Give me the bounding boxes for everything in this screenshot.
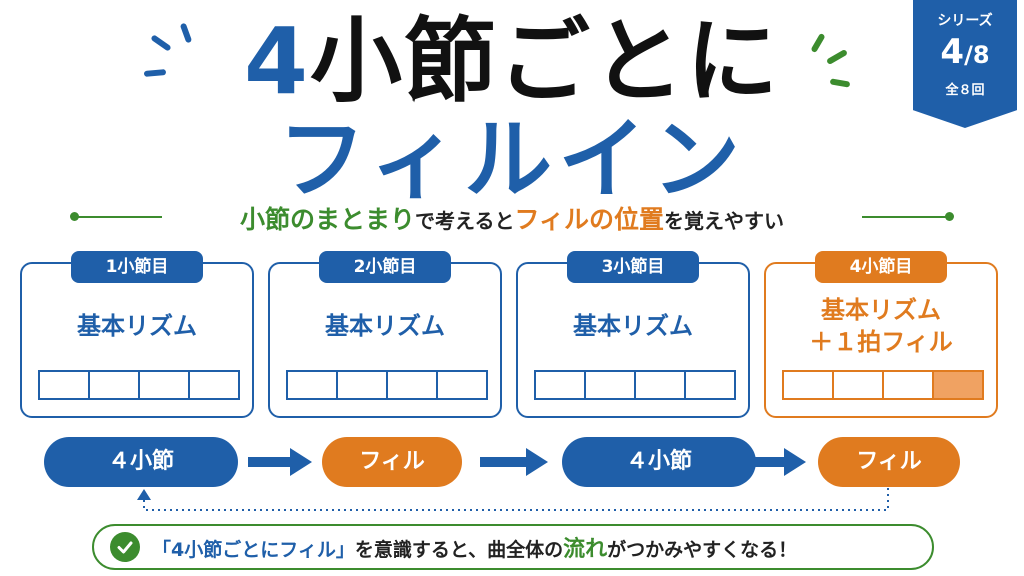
measure-card-4: 基本リズム ＋１拍フィル	[764, 262, 998, 418]
beat-cell	[884, 372, 934, 398]
flow-pill-fill: フィル	[818, 437, 960, 487]
beat-grid	[534, 370, 736, 400]
measure-text: 基本リズム	[77, 312, 197, 340]
subtitle: 小節のまとまりで考えるとフィルの位置を覚えやすい	[0, 200, 1024, 236]
beat-cell	[784, 372, 834, 398]
beat-cell	[834, 372, 884, 398]
divider-line-left	[76, 216, 162, 218]
arrow-right-icon	[738, 448, 806, 476]
measure-text: 基本リズム	[325, 312, 445, 340]
measure-label: 4小節目	[815, 251, 947, 283]
note-text: 「4小節ごとにフィル」を意識すると、曲全体の流れがつかみやすくなる！	[152, 531, 797, 563]
subtitle-text: を覚えやすい	[663, 209, 784, 233]
beat-cell	[388, 372, 438, 398]
measure-card-1: 基本リズム	[20, 262, 254, 418]
subtitle-highlight-fill: フィルの位置	[514, 205, 664, 234]
measure-label: 1小節目	[71, 251, 203, 283]
badge-current: 4	[940, 32, 965, 72]
note-highlight-flow: 流れ	[563, 537, 608, 562]
divider-line-right	[862, 216, 948, 218]
arrow-right-icon	[480, 448, 548, 476]
measure-label: 3小節目	[567, 251, 699, 283]
measure-fill-text: ＋１拍フィル	[809, 328, 953, 356]
subtitle-text: で考えると	[415, 209, 515, 233]
title-line1: 4小節ごとに	[0, 12, 1024, 112]
badge-count: 4/8	[913, 32, 1017, 75]
measure-text: 基本リズム	[573, 312, 693, 340]
bottom-note: 「4小節ごとにフィル」を意識すると、曲全体の流れがつかみやすくなる！	[92, 524, 934, 570]
measure-label: 2小節目	[319, 251, 451, 283]
beat-grid	[38, 370, 240, 400]
series-badge: シリーズ 4/8 全８回	[913, 0, 1017, 128]
loop-back-arrow-icon	[137, 488, 889, 511]
badge-total-text: 全８回	[945, 83, 985, 98]
beat-cell	[536, 372, 586, 398]
beat-cell	[90, 372, 140, 398]
measure-text: 基本リズム	[821, 296, 941, 324]
flow-pill-measures: ４小節	[562, 437, 756, 487]
badge-total: /8	[964, 41, 990, 69]
beat-cell	[586, 372, 636, 398]
badge-label: シリーズ	[937, 13, 993, 29]
beat-cell	[140, 372, 190, 398]
check-icon	[110, 532, 140, 562]
note-text-part: を意識すると、曲全体の	[354, 539, 564, 561]
beat-cell-fill	[934, 372, 982, 398]
beat-grid	[782, 370, 984, 400]
subtitle-highlight-measure: 小節のまとまり	[240, 205, 416, 234]
flow-pill-fill: フィル	[322, 437, 462, 487]
beat-grid	[286, 370, 488, 400]
beat-cell	[40, 372, 90, 398]
measure-card-2: 基本リズム	[268, 262, 502, 418]
beat-cell	[636, 372, 686, 398]
beat-cell	[338, 372, 388, 398]
note-text-part: がつかみやすくなる！	[607, 539, 798, 561]
title-number: 4	[243, 8, 310, 115]
note-highlight: 「4小節ごとにフィル」	[152, 539, 355, 561]
title-text: 小節ごとに	[310, 8, 781, 115]
title-line2: フィルイン	[277, 108, 747, 211]
measure-card-3: 基本リズム	[516, 262, 750, 418]
divider-dot	[945, 212, 954, 221]
divider-dot	[70, 212, 79, 221]
arrow-right-icon	[248, 448, 312, 476]
beat-cell	[288, 372, 338, 398]
flow-pill-measures: ４小節	[44, 437, 238, 487]
